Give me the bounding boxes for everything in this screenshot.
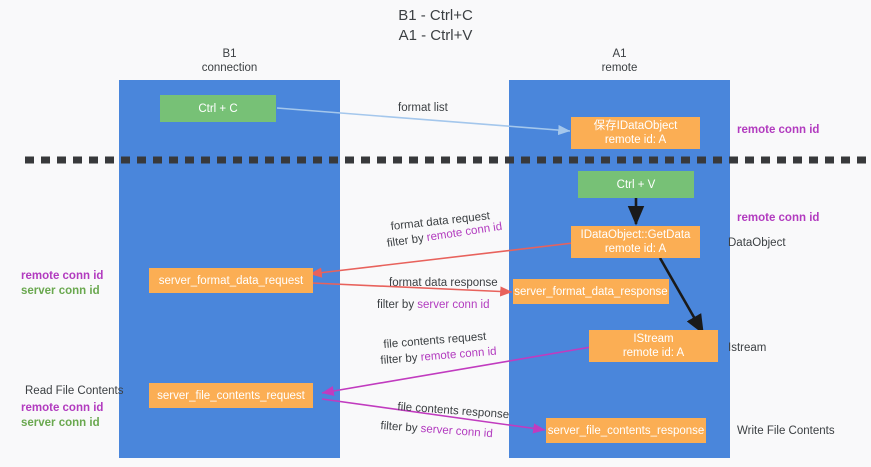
right-label-remote-conn-id-1: remote conn id xyxy=(737,124,820,136)
edge-label-file-contents-response: file contents response xyxy=(397,400,510,422)
server-conn-id-text-1: server conn id xyxy=(417,299,490,311)
node-server-format-data-request[interactable]: server_format_data_request xyxy=(149,268,313,293)
right-label-remote-conn-id-2: remote conn id xyxy=(737,212,820,224)
edge-label-file-contents-response-filter: filter by server conn id xyxy=(380,419,493,441)
page-title: B1 - Ctrl+C A1 - Ctrl+V xyxy=(0,6,871,46)
node-server-file-contents-request-label: server_file_contents_request xyxy=(157,389,305,402)
node-server-format-data-response-label: server_format_data_response xyxy=(514,285,668,298)
node-server-format-data-response[interactable]: server_format_data_response xyxy=(513,279,669,304)
node-idataobject[interactable]: 保存IDataObject remote id: A xyxy=(571,117,700,149)
title-line-2: A1 - Ctrl+V xyxy=(398,27,473,44)
right-label-istream: Istream xyxy=(728,342,767,354)
node-getdata-line2: remote id: A xyxy=(604,243,667,255)
right-label-write-file-contents: Write File Contents xyxy=(737,425,835,437)
left-label-server-conn-id: server conn id xyxy=(21,285,100,297)
column-header-b1: B1 connection xyxy=(119,47,340,75)
node-istream[interactable]: IStream remote id: A xyxy=(589,330,718,362)
column-a1-name: A1 xyxy=(612,48,627,60)
node-ctrl-c[interactable]: Ctrl + C xyxy=(160,95,276,122)
server-conn-id-text-2: server conn id xyxy=(420,422,494,441)
node-ctrl-v-label: Ctrl + V xyxy=(616,178,656,191)
node-idataobject-line2: remote id: A xyxy=(604,134,667,146)
filter-by-text-2: filter by xyxy=(377,299,418,311)
column-a1-sub: remote xyxy=(601,62,638,74)
left-label-group-format: remote conn id server conn id xyxy=(21,269,103,299)
node-server-file-contents-response-label: server_file_contents_response xyxy=(547,424,705,437)
right-label-dataobject: DataObject xyxy=(728,237,786,249)
node-server-format-data-request-label: server_format_data_request xyxy=(158,274,304,287)
node-server-file-contents-request[interactable]: server_file_contents_request xyxy=(149,383,313,408)
left-label-read-file-contents: Read File Contents xyxy=(25,385,124,397)
remote-conn-id-text-2: remote conn id xyxy=(420,345,498,364)
column-b1-sub: connection xyxy=(201,62,258,74)
node-ctrl-c-label: Ctrl + C xyxy=(198,102,238,115)
node-server-file-contents-response[interactable]: server_file_contents_response xyxy=(546,418,706,443)
left-label-server-conn-id-2: server conn id xyxy=(21,417,100,429)
left-label-group-file: remote conn id server conn id xyxy=(21,401,103,431)
edge-label-format-list: format list xyxy=(398,102,448,114)
left-label-remote-conn-id-2: remote conn id xyxy=(21,402,104,414)
column-header-a1: A1 remote xyxy=(509,47,730,75)
node-istream-line2: remote id: A xyxy=(622,347,685,359)
node-idataobject-getdata[interactable]: IDataObject::GetData remote id: A xyxy=(571,226,700,258)
node-istream-line1: IStream xyxy=(633,333,674,345)
left-label-remote-conn-id: remote conn id xyxy=(21,270,104,282)
node-getdata-line1: IDataObject::GetData xyxy=(580,229,691,241)
edge-label-format-data-response-filter: filter by server conn id xyxy=(377,298,490,312)
node-ctrl-v[interactable]: Ctrl + V xyxy=(578,171,694,198)
edge-label-format-data-response: format data response xyxy=(389,277,498,289)
title-line-1: B1 - Ctrl+C xyxy=(398,7,473,24)
filter-by-text-1: filter by xyxy=(386,232,428,250)
filter-by-text-4: filter by xyxy=(380,419,422,435)
filter-by-text-3: filter by xyxy=(380,351,422,367)
column-b1-name: B1 xyxy=(222,48,237,60)
node-idataobject-line1: 保存IDataObject xyxy=(593,120,678,132)
